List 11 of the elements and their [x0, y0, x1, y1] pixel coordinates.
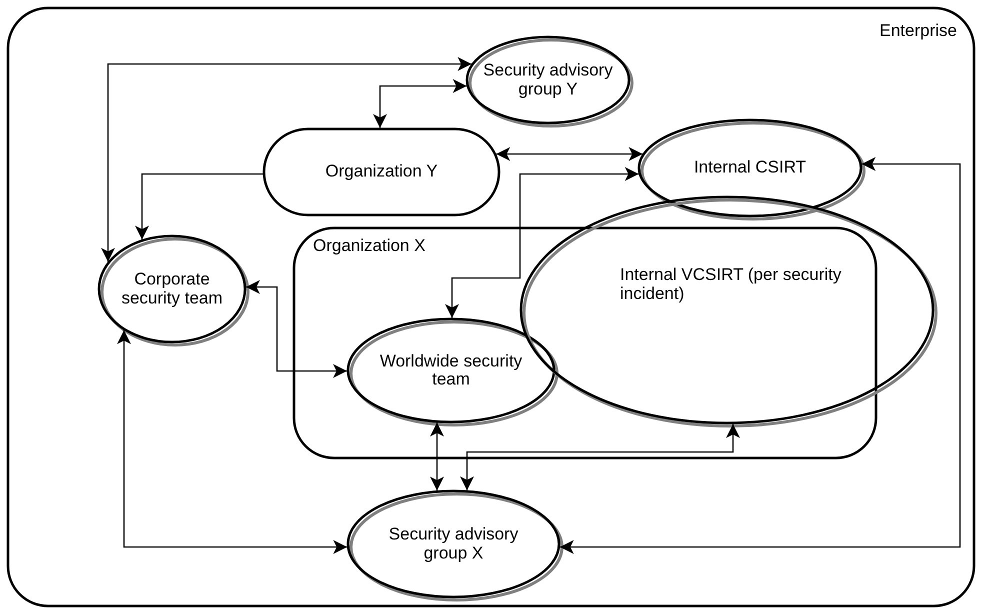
connector-arrow: [117, 330, 348, 554]
connector-arrow: [460, 424, 740, 490]
connector-arrow: [135, 173, 264, 240]
node-label: Enterprise: [878, 22, 957, 41]
node-label: Organization X: [313, 237, 426, 256]
connector-arrow: [373, 79, 467, 128]
connector-arrow: [101, 57, 472, 262]
connector-arrow: [246, 280, 347, 378]
node-label: Organization Y: [324, 162, 439, 182]
connector-arrow: [496, 147, 643, 161]
connector-arrow: [430, 422, 444, 491]
